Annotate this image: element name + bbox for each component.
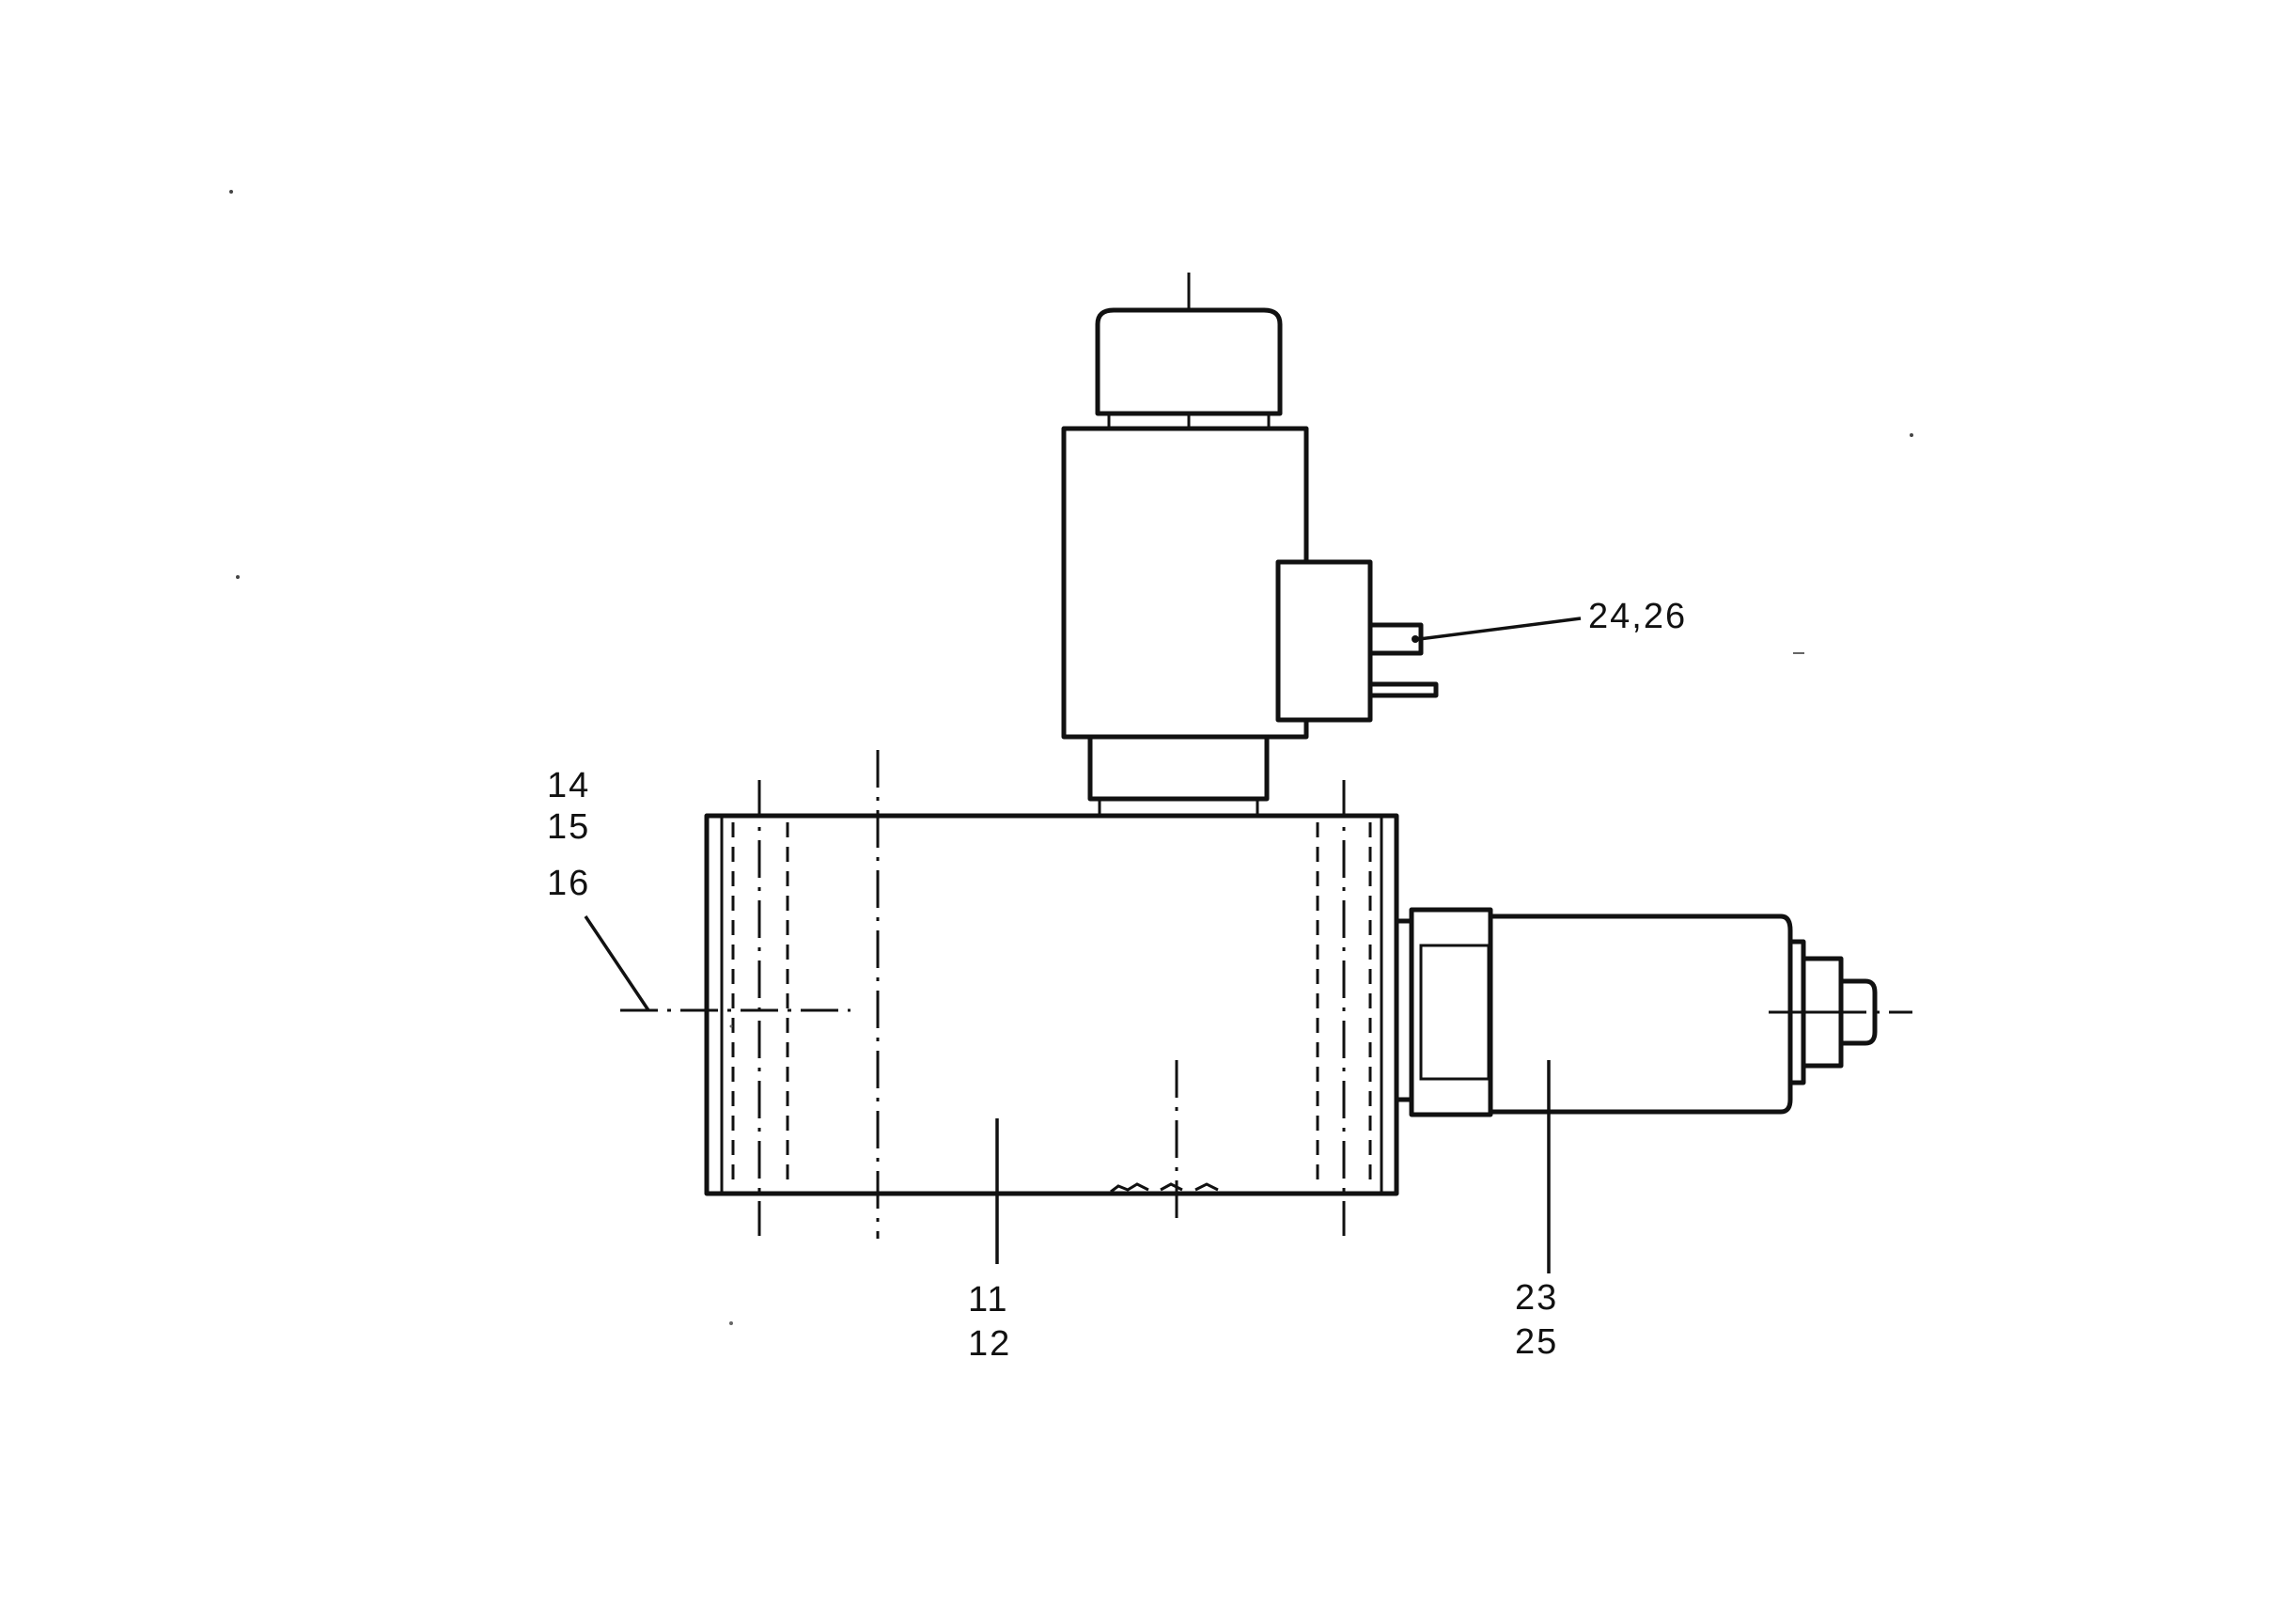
- solenoid-coil: [1061, 426, 1309, 740]
- solenoid-cap: [1095, 307, 1283, 416]
- solenoid-assembly: [1061, 273, 1439, 818]
- label-cartridge-25: 25: [1515, 1322, 1558, 1362]
- scan-specks: [229, 190, 1913, 1325]
- solenoid-stem: [1087, 734, 1270, 802]
- cartridge-hex-nut: [1409, 907, 1493, 1117]
- label-port-16: 16: [547, 864, 590, 903]
- label-port-14: 14: [547, 766, 590, 805]
- connector-pin-lower: [1367, 681, 1439, 698]
- connector-plug: [1275, 559, 1373, 723]
- part-labels: 24,26 14 15 16 11 12 23 25: [547, 597, 1687, 1364]
- cartridge-sleeve: [1488, 914, 1793, 1115]
- cartridge-assembly: [1394, 907, 1912, 1117]
- leader-port: [584, 915, 650, 1011]
- casting-mark: [1110, 1182, 1219, 1194]
- valve-body: [620, 750, 1399, 1239]
- label-solenoid: 24,26: [1588, 597, 1687, 636]
- leader-solenoid: [1418, 617, 1582, 641]
- connector-pin-dot: [1412, 635, 1419, 643]
- valve-body-outline: [704, 813, 1399, 1196]
- label-body-12: 12: [968, 1324, 1011, 1364]
- label-body-11: 11: [968, 1280, 1008, 1320]
- leader-lines: [584, 617, 1582, 1273]
- solenoid-stem-base: [1098, 797, 1259, 818]
- label-port-15: 15: [547, 807, 590, 847]
- label-cartridge-23: 23: [1515, 1278, 1558, 1318]
